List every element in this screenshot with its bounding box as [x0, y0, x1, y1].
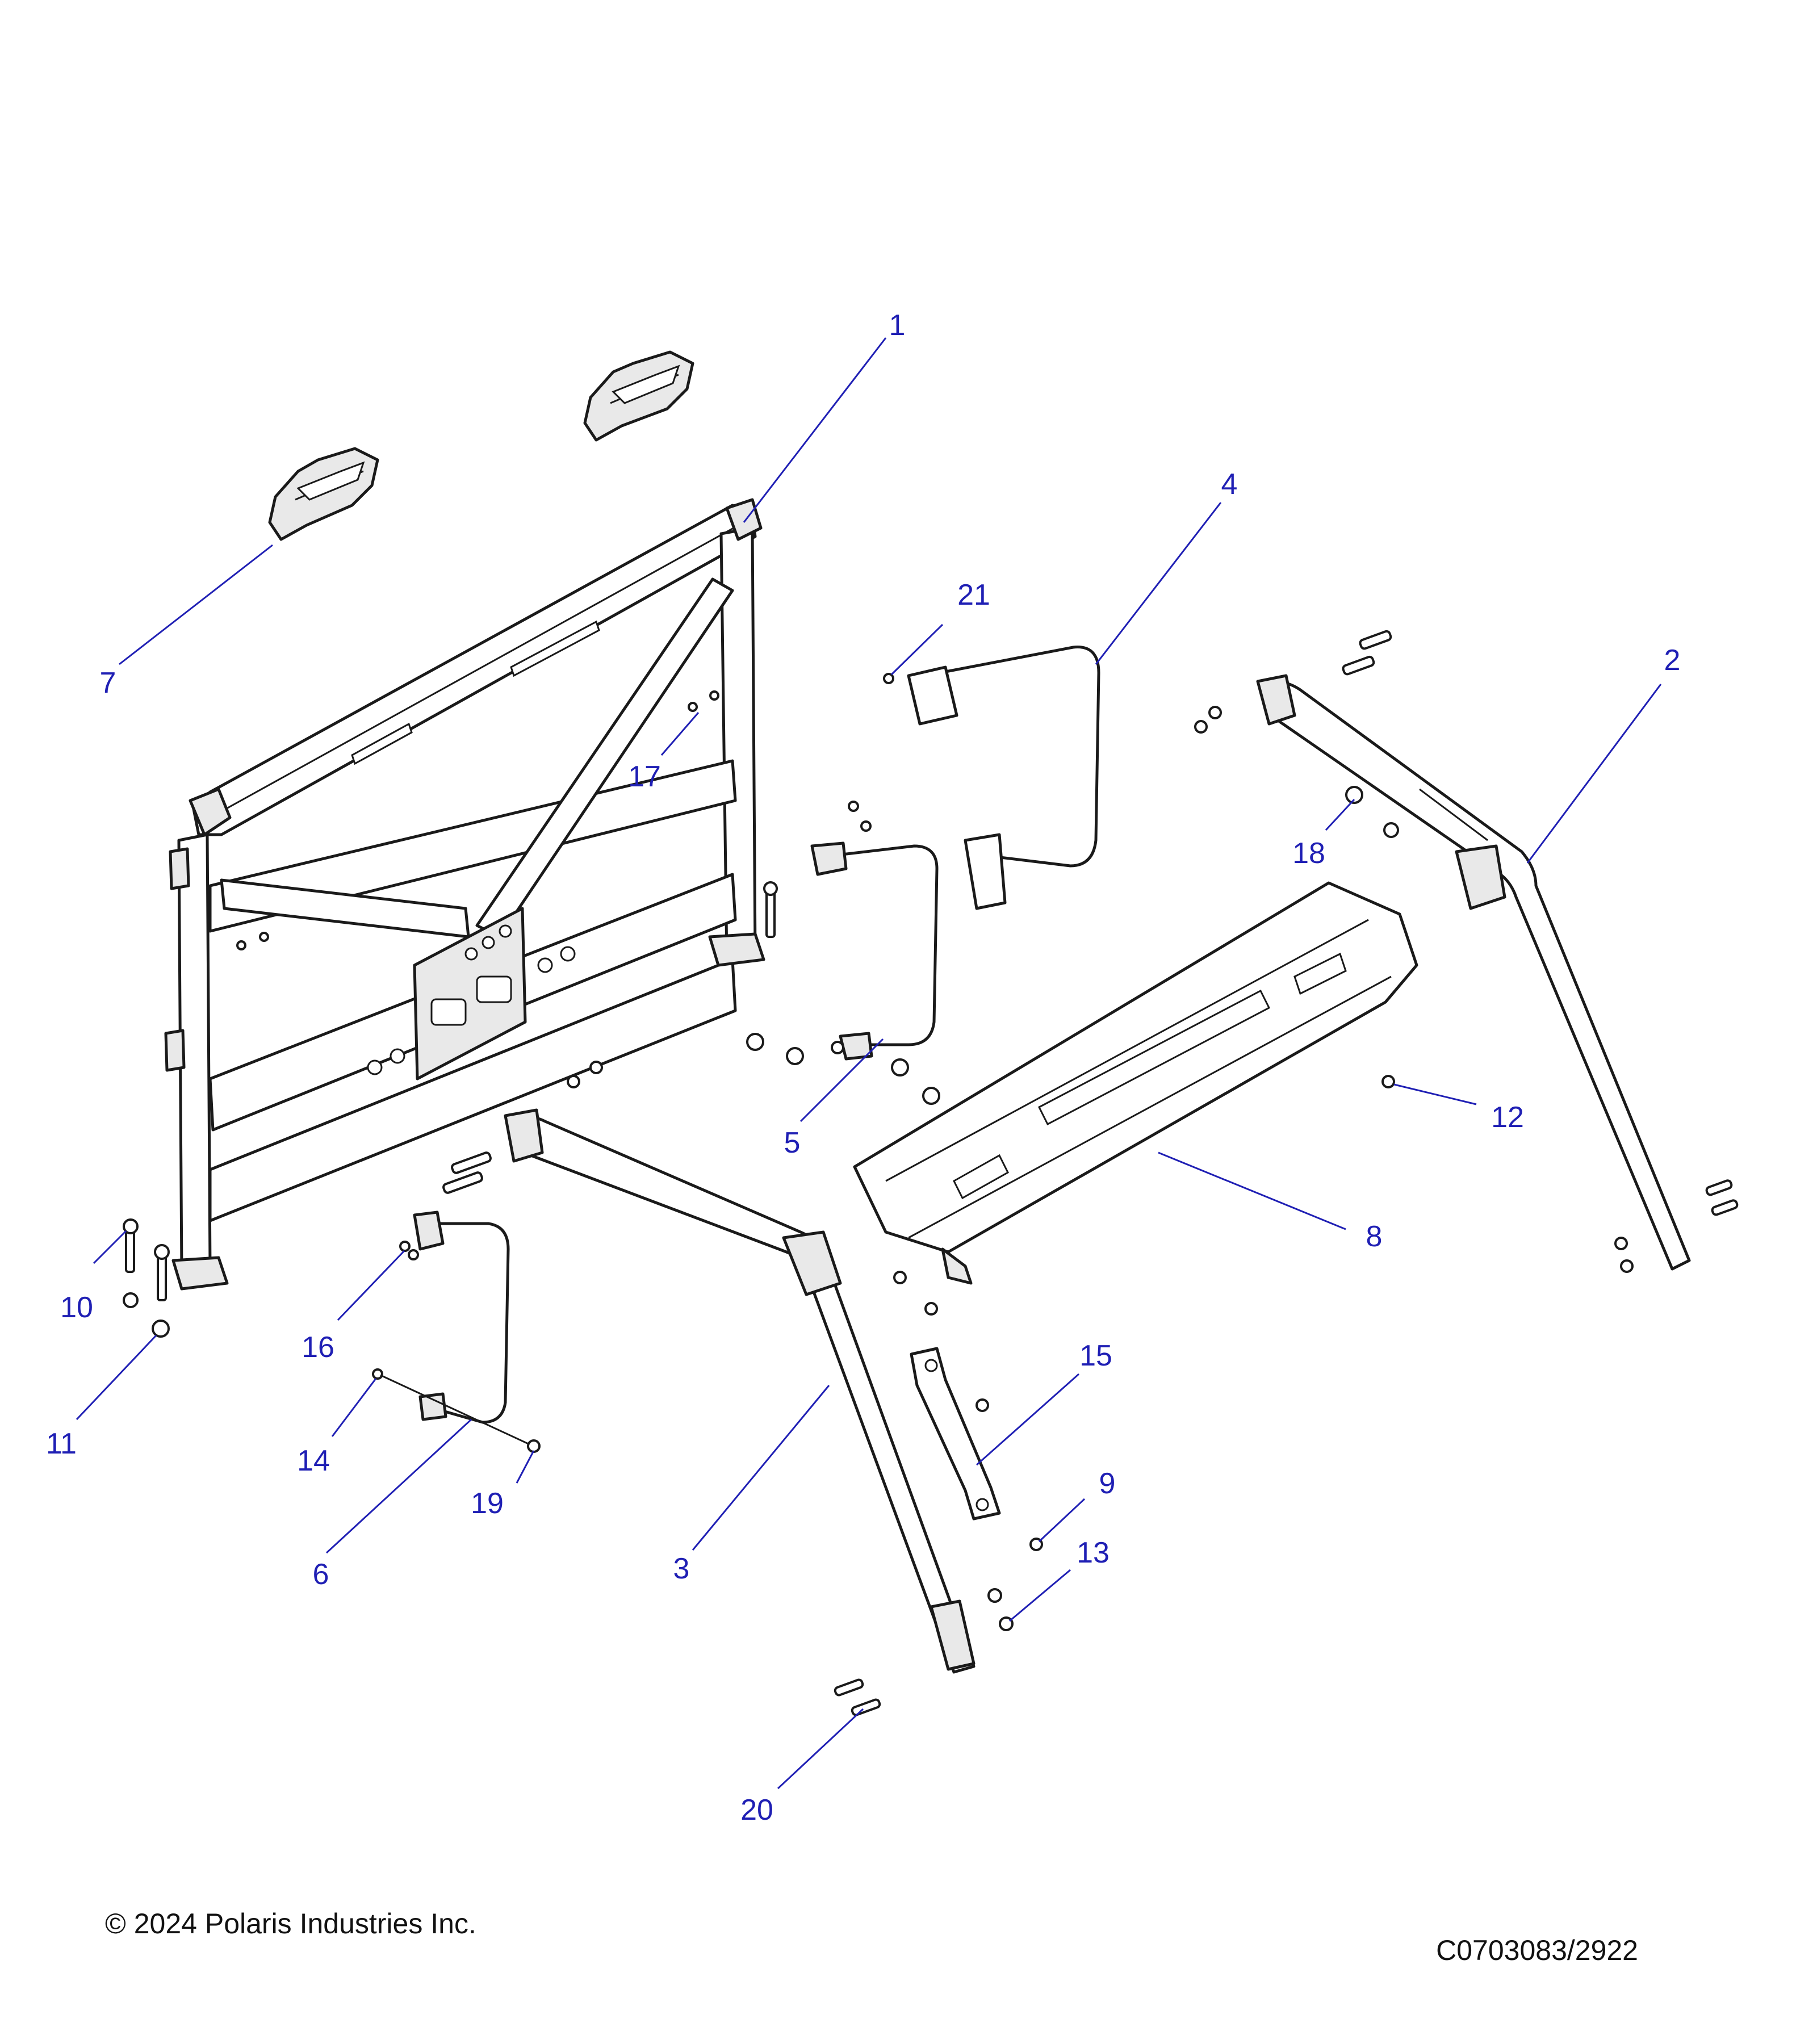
rops-tube-right: [1256, 674, 1691, 1271]
parts-artwork: [123, 350, 1739, 1716]
callout-9[interactable]: 9: [1038, 1467, 1116, 1543]
callout-19[interactable]: 19: [471, 1450, 535, 1520]
svg-text:2: 2: [1664, 644, 1681, 677]
grab-handle-middle: [810, 841, 939, 1061]
rear-panel: [853, 881, 1418, 1285]
copyright-notice: © 2024 Polaris Industries Inc.: [105, 1908, 476, 1940]
svg-text:14: 14: [297, 1444, 330, 1477]
callout-12[interactable]: 12: [1393, 1083, 1524, 1134]
rops-tube-left: [504, 1108, 976, 1674]
svg-text:13: 13: [1077, 1536, 1110, 1569]
callout-8[interactable]: 8: [1158, 1151, 1383, 1253]
svg-text:3: 3: [673, 1552, 690, 1585]
callout-11[interactable]: 11: [46, 1334, 157, 1460]
svg-text:21: 21: [957, 579, 990, 611]
callout-5[interactable]: 5: [784, 1038, 884, 1159]
callout-10[interactable]: 10: [60, 1230, 127, 1324]
rear-cab-frame: [164, 498, 765, 1291]
svg-text:12: 12: [1491, 1101, 1524, 1134]
callout-13[interactable]: 13: [1009, 1536, 1110, 1622]
svg-text:18: 18: [1292, 837, 1325, 870]
drawing-number: C0703083/2922: [1436, 1934, 1638, 1966]
callout-16[interactable]: 16: [302, 1250, 405, 1364]
brace-link: [910, 1347, 1001, 1521]
callouts: 1 2 3 4 5 6 7 8: [46, 309, 1680, 1827]
callout-21[interactable]: 21: [890, 579, 990, 676]
svg-text:6: 6: [313, 1558, 329, 1591]
grab-handle-upper: [907, 646, 1100, 910]
svg-text:9: 9: [1099, 1467, 1116, 1500]
callout-6[interactable]: 6: [313, 1418, 472, 1591]
svg-text:8: 8: [1366, 1220, 1383, 1253]
callout-14[interactable]: 14: [297, 1378, 377, 1477]
svg-text:19: 19: [471, 1487, 504, 1520]
svg-text:7: 7: [100, 667, 116, 700]
callout-2[interactable]: 2: [1526, 644, 1681, 864]
callout-7[interactable]: 7: [100, 544, 273, 700]
svg-text:4: 4: [1221, 468, 1238, 501]
rack-handle-left: [268, 447, 379, 541]
svg-text:17: 17: [628, 760, 661, 793]
callout-17[interactable]: 17: [628, 712, 700, 793]
callout-4[interactable]: 4: [1095, 468, 1238, 665]
grab-handle-lower: [413, 1211, 510, 1424]
callout-3[interactable]: 3: [673, 1385, 830, 1585]
svg-text:1: 1: [889, 309, 906, 342]
rack-handle-right: [583, 350, 694, 442]
svg-text:5: 5: [784, 1126, 801, 1159]
svg-text:16: 16: [302, 1331, 334, 1364]
callout-15[interactable]: 15: [976, 1339, 1112, 1466]
callout-18[interactable]: 18: [1292, 798, 1355, 870]
hardware: [123, 630, 1739, 1716]
callout-1[interactable]: 1: [743, 309, 906, 523]
svg-text:15: 15: [1079, 1339, 1112, 1372]
svg-text:11: 11: [46, 1427, 77, 1460]
callout-20[interactable]: 20: [740, 1708, 864, 1827]
svg-text:10: 10: [60, 1291, 93, 1324]
svg-text:20: 20: [740, 1794, 773, 1827]
